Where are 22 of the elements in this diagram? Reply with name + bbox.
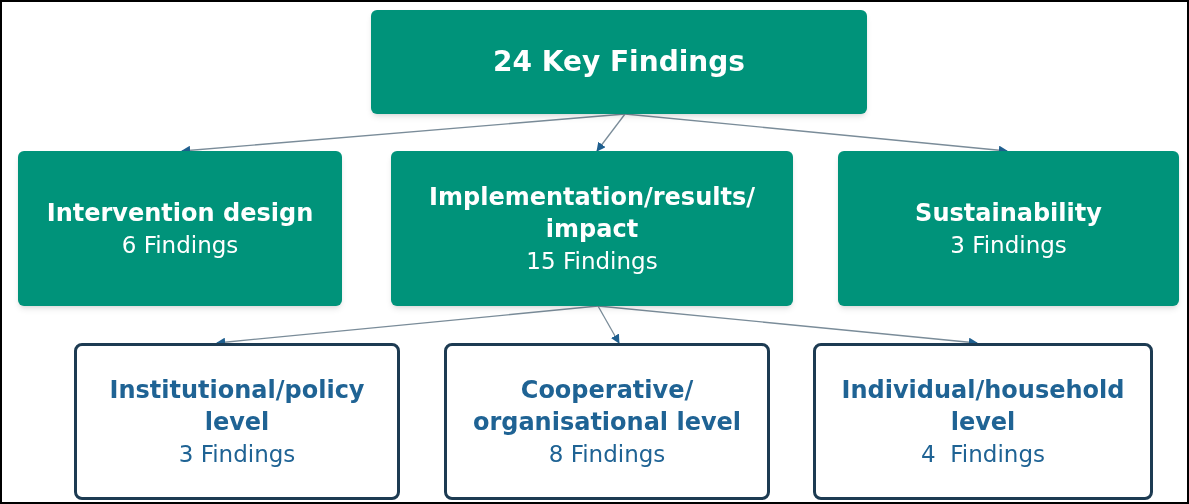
findings-count: 6 Findings [121, 230, 239, 260]
box-heading: Cooperative/ organisational level [471, 374, 743, 438]
findings-count: 4 Findings [921, 439, 1045, 469]
box-heading: Implementation/results/ impact [428, 181, 756, 245]
finding-box [391, 151, 793, 306]
box-heading: Institutional/policy level [108, 374, 366, 438]
finding-box [838, 151, 1179, 306]
findings-count: 3 Findings [950, 230, 1067, 260]
findings-count: 8 Findings [548, 439, 666, 469]
arrow [596, 113, 626, 152]
finding-box [371, 10, 867, 114]
box-heading: Sustainability [915, 197, 1102, 229]
finding-box [18, 151, 342, 306]
arrow [597, 305, 620, 344]
box-heading: 24 Key Findings [493, 44, 745, 80]
findings-count: 15 Findings [526, 246, 658, 276]
category-box [813, 343, 1153, 500]
category-box [444, 343, 770, 500]
category-box [74, 343, 400, 500]
box-heading: Intervention design [46, 197, 314, 229]
box-heading: Individual/household level [840, 374, 1126, 438]
findings-count: 3 Findings [178, 439, 296, 469]
